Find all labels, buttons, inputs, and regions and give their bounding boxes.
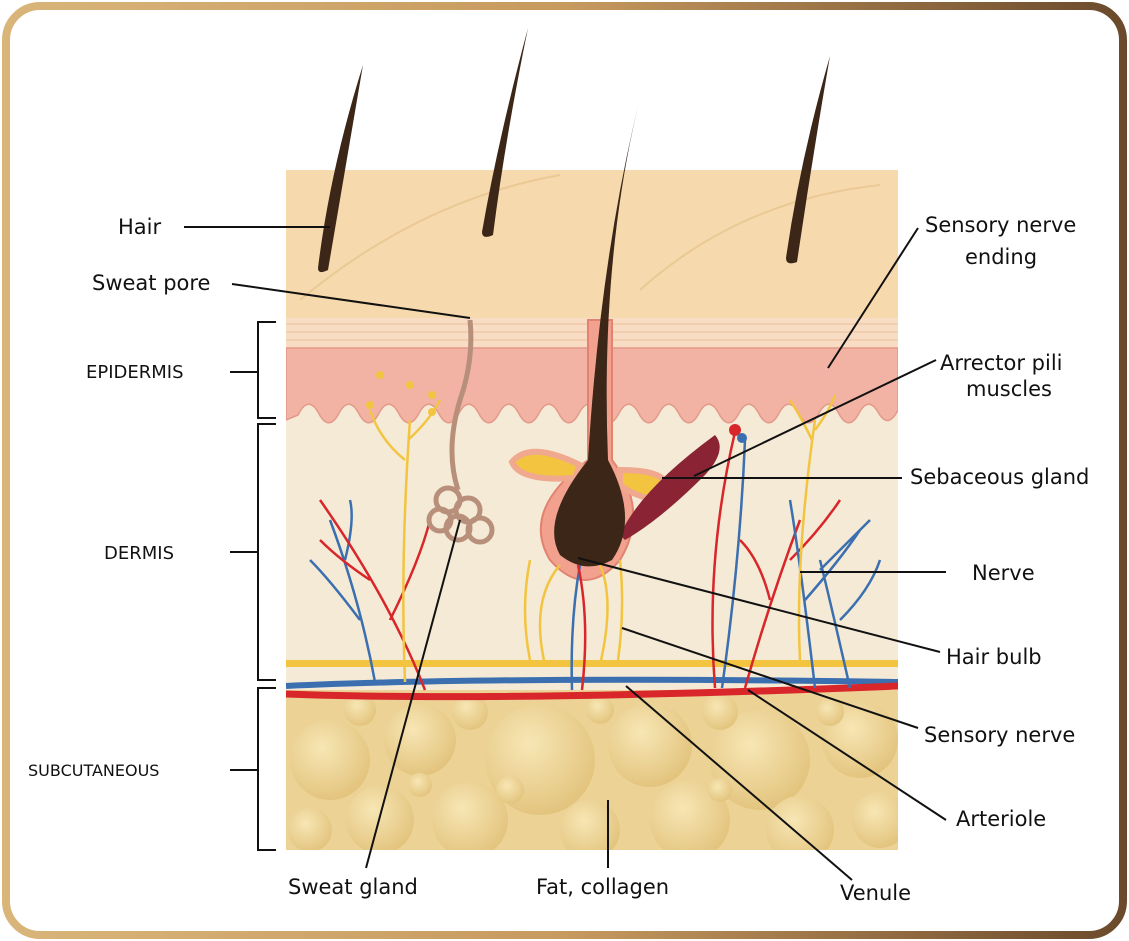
- label-dermis: DERMIS: [104, 543, 174, 564]
- layer-brackets: [230, 322, 276, 850]
- label-sensory-nerve: Sensory nerve: [924, 723, 1075, 747]
- label-arteriole: Arteriole: [956, 807, 1046, 831]
- label-sebaceous-gland: Sebaceous gland: [910, 465, 1089, 489]
- label-hair-bulb: Hair bulb: [946, 645, 1042, 669]
- label-sweat-gland: Sweat gland: [288, 875, 418, 899]
- label-subcutaneous: SUBCUTANEOUS: [28, 761, 159, 780]
- label-fat-collagen: Fat, collagen: [536, 875, 669, 899]
- label-arrector-pili-2: muscles: [966, 377, 1052, 401]
- label-epidermis: EPIDERMIS: [86, 362, 184, 383]
- label-sensory-nerve-ending-1: Sensory nerve: [925, 213, 1076, 237]
- label-sensory-nerve-ending-2: ending: [965, 245, 1037, 269]
- label-venule: Venule: [840, 881, 911, 905]
- label-sweat-pore: Sweat pore: [92, 271, 210, 295]
- label-nerve: Nerve: [972, 561, 1035, 585]
- label-hair: Hair: [118, 215, 161, 239]
- label-arrector-pili-1: Arrector pili: [940, 351, 1063, 375]
